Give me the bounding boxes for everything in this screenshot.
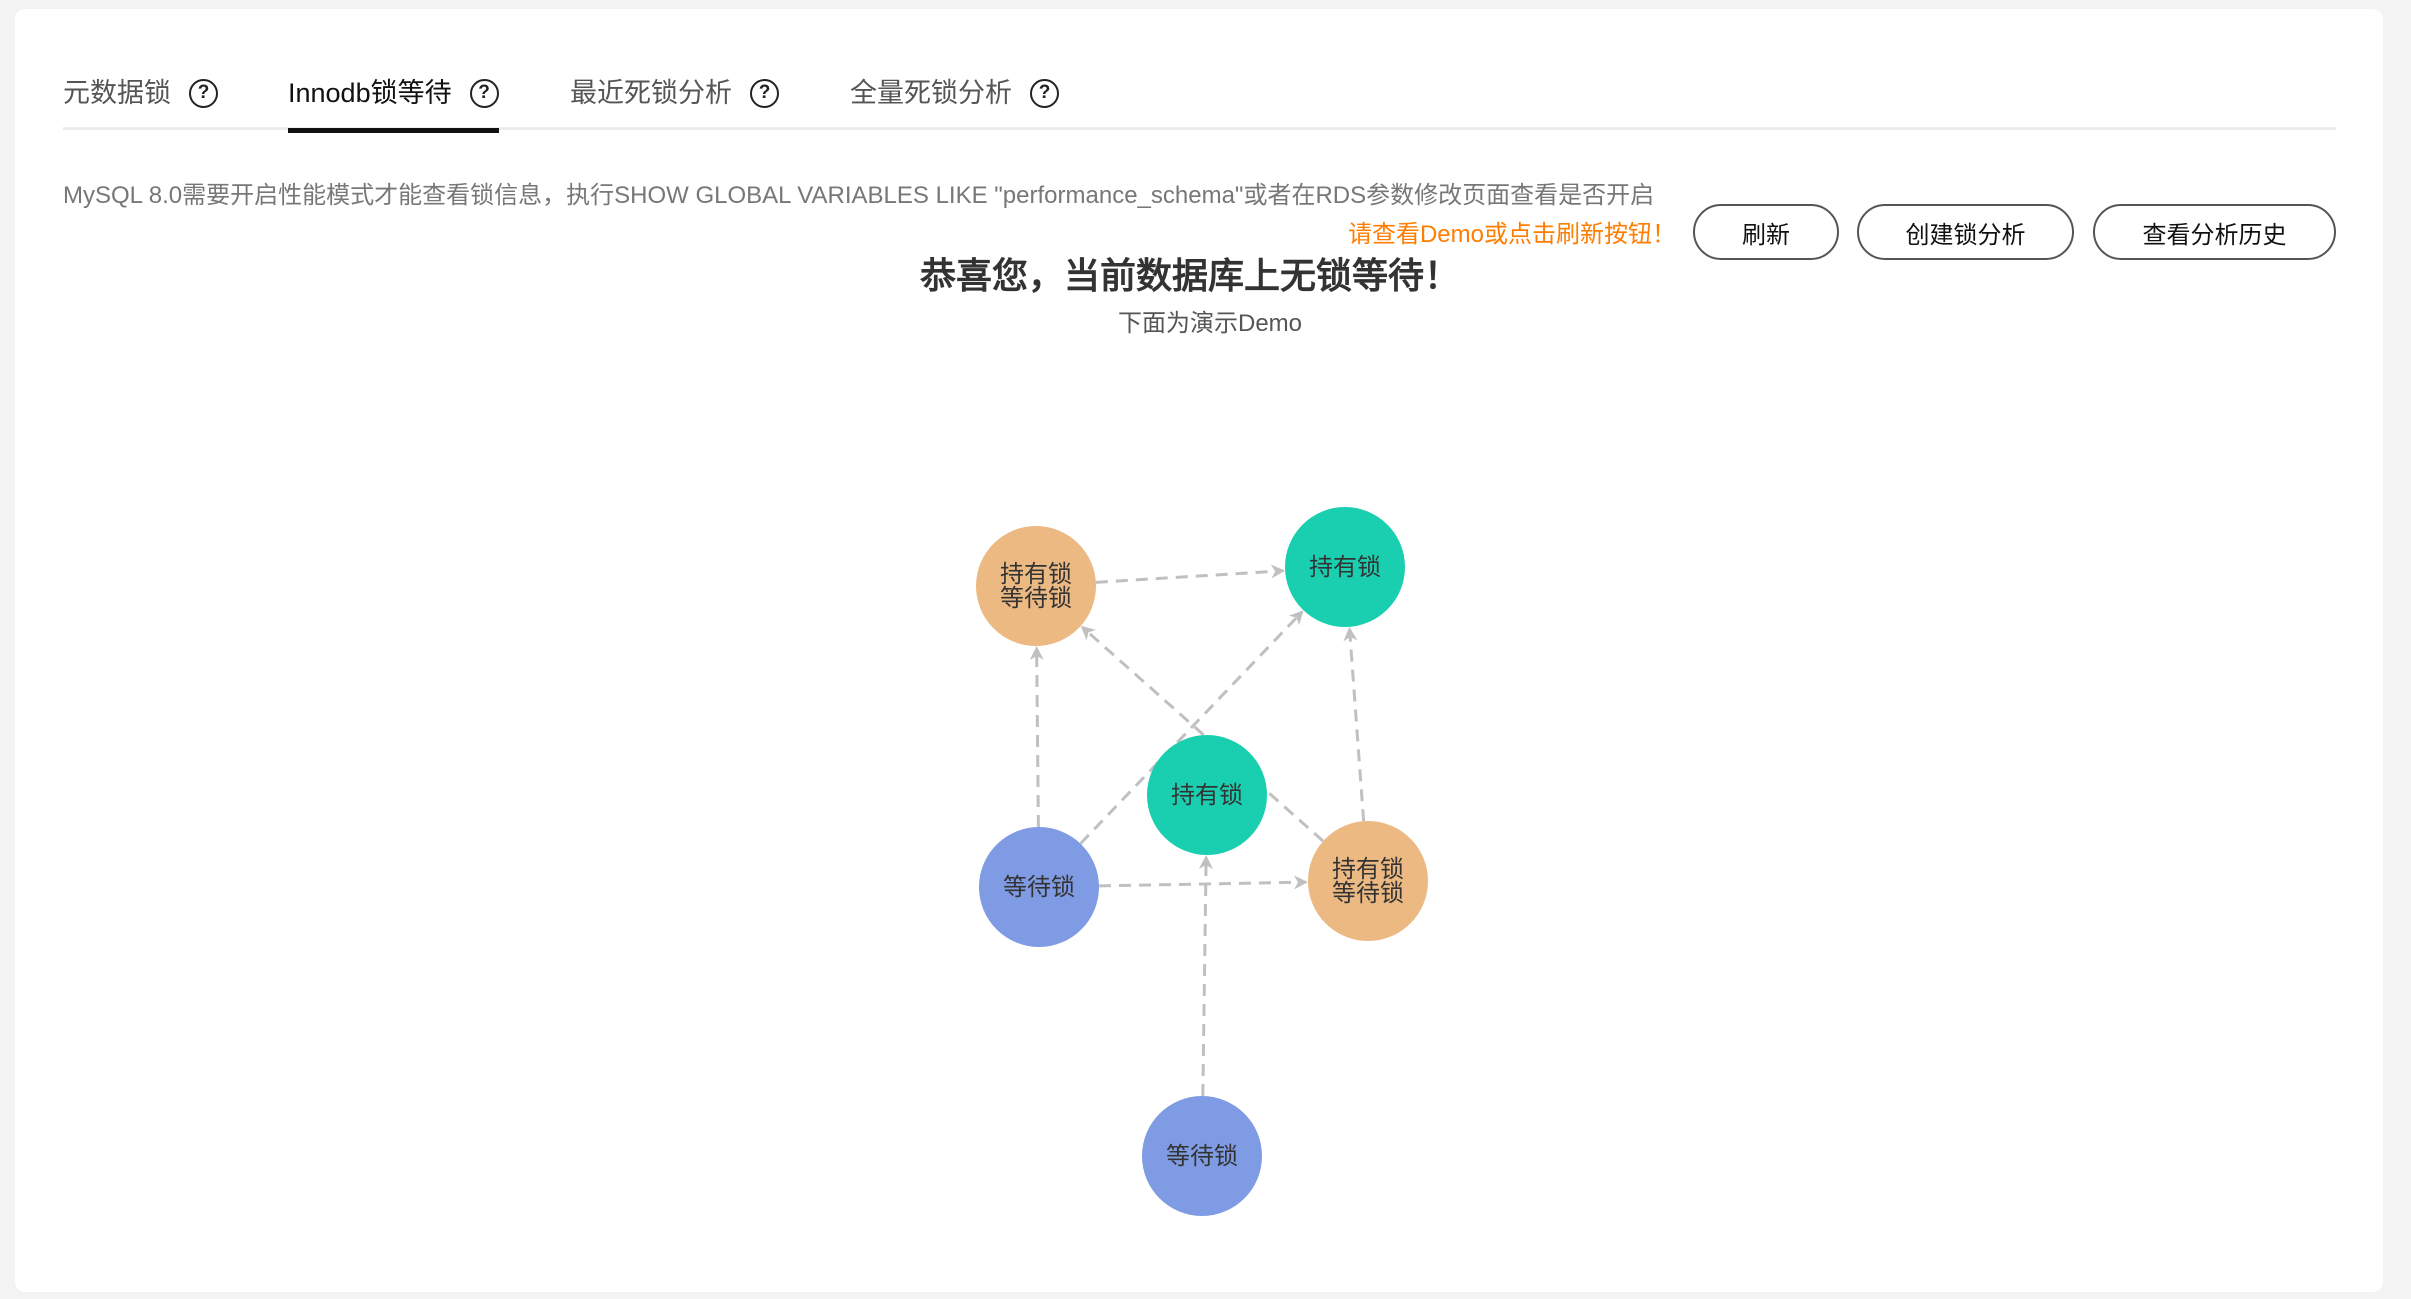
help-icon[interactable]: ?: [469, 79, 499, 108]
graph-node-D[interactable]: 等待锁: [979, 827, 1099, 947]
edge-F-C: [1198, 854, 1213, 1097]
tab-label: 全量死锁分析: [850, 78, 1012, 108]
node-circle: [1308, 821, 1428, 941]
refresh-button[interactable]: 刷新: [1693, 204, 1839, 260]
tab-all-deadlock[interactable]: 全量死锁分析?: [850, 70, 1059, 130]
edge-E-A: [1080, 625, 1325, 843]
node-circle: [979, 827, 1099, 947]
node-label: 等待锁: [1166, 1142, 1238, 1170]
graph-node-C[interactable]: 持有锁: [1147, 735, 1267, 855]
node-label: 持有锁: [1171, 781, 1243, 809]
node-circle: [976, 526, 1096, 646]
node-circle: [1142, 1096, 1262, 1216]
tab-label: 最近死锁分析: [570, 78, 732, 108]
node-label: 持有锁: [1000, 560, 1072, 588]
help-icon[interactable]: ?: [189, 79, 218, 108]
edge-E-B: [1343, 626, 1366, 822]
demo-subtitle: 下面为演示Demo: [1117, 310, 1303, 337]
tab-label: 元数据锁: [63, 78, 171, 108]
view-analysis-history-button[interactable]: 查看分析历史: [2093, 204, 2336, 260]
create-lock-analysis-button[interactable]: 创建锁分析: [1857, 204, 2074, 260]
edge-A-B: [1095, 564, 1286, 584]
node-label: 等待锁: [1332, 879, 1404, 907]
help-icon[interactable]: ?: [750, 79, 779, 108]
tab-label: Innodb锁等待: [288, 78, 452, 108]
node-label: 持有锁: [1332, 855, 1404, 883]
node-label: 等待锁: [1003, 873, 1075, 901]
node-circle: [1147, 735, 1267, 855]
edge-D-A: [1029, 645, 1044, 828]
performance-schema-info: MySQL 8.0需要开启性能模式才能查看锁信息，执行SHOW GLOBAL V…: [63, 182, 1655, 209]
node-circle: [1285, 507, 1405, 627]
page-title: 恭喜您，当前数据库上无锁等待！: [919, 255, 1460, 296]
edge-D-B: [1079, 610, 1304, 845]
tab-recent-deadlock[interactable]: 最近死锁分析?: [570, 70, 779, 130]
graph-node-F[interactable]: 等待锁: [1142, 1096, 1262, 1216]
node-label: 等待锁: [1000, 584, 1072, 612]
edge-D-E: [1098, 875, 1309, 890]
demo-hint: 请查看Demo或点击刷新按钮！: [1347, 221, 1676, 248]
tab-metadata-lock[interactable]: 元数据锁?: [63, 70, 218, 130]
graph-node-B[interactable]: 持有锁: [1285, 507, 1405, 627]
help-icon[interactable]: ?: [1030, 79, 1059, 108]
tab-bar: 元数据锁? Innodb锁等待? 最近死锁分析? 全量死锁分析?: [63, 70, 2336, 133]
node-label: 持有锁: [1309, 553, 1381, 581]
tab-innodb-lock-wait[interactable]: Innodb锁等待?: [288, 70, 499, 133]
